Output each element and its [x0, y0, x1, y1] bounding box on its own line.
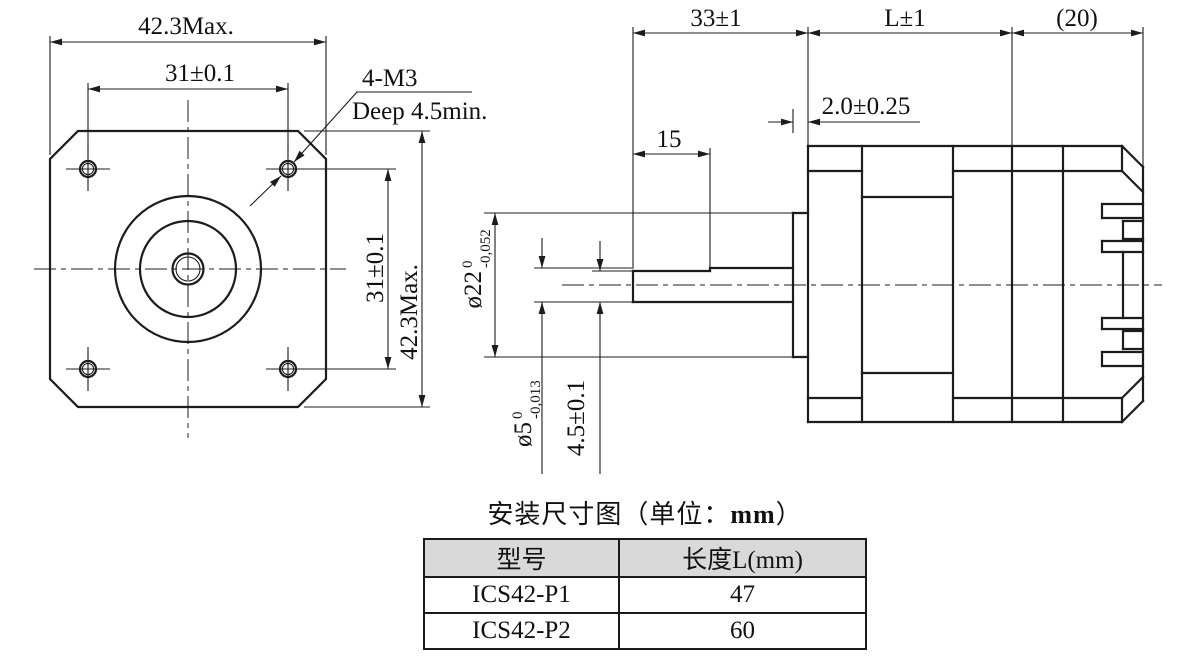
svg-text:-0,013: -0,013 — [528, 380, 544, 419]
dim-width-max-label: 42.3Max. — [138, 13, 234, 40]
side-dimension-lines — [484, 27, 1144, 474]
table-row: ICS42-P1 47 — [425, 576, 865, 612]
dim-pilot-dia-label: ø22 0 -0,052 — [460, 229, 494, 308]
drawing-caption: 安装尺寸图（单位：mm） — [423, 494, 867, 531]
dim-body-length-label: L±1 — [884, 5, 926, 32]
dim-height-max-label: 42.3Max. — [396, 264, 423, 360]
flange-outline — [48, 129, 328, 409]
svg-text:-0,052: -0,052 — [478, 229, 494, 268]
svg-text:0: 0 — [460, 261, 476, 269]
mounting-hole — [66, 147, 110, 191]
thread-callout-line1: 4-M3 — [362, 65, 418, 92]
caption-unit: mm — [730, 500, 776, 529]
caption-suffix: ） — [775, 500, 803, 529]
dim-rear-length-label: (20) — [1056, 5, 1098, 32]
svg-text:ø22: ø22 — [460, 271, 487, 309]
length-cell: 47 — [730, 581, 755, 608]
table-header-model: 型号 — [425, 540, 620, 576]
dim-shaft-dia-label: ø5 0 -0,013 — [510, 380, 544, 447]
svg-text:ø5: ø5 — [510, 422, 537, 447]
dim-pilot-height-label: 2.0±0.25 — [822, 93, 911, 120]
connector-comb — [1100, 202, 1145, 368]
dim-flat-length-label: 15 — [657, 126, 682, 153]
dim-hole-spacing-v-label: 31±0.1 — [362, 233, 389, 303]
mounting-holes — [66, 147, 310, 391]
front-center-lines — [34, 100, 346, 438]
mounting-hole — [66, 347, 110, 391]
side-view: 33±1 L±1 (20) 2.0±0.25 15 ø22 0 -0,052 ø… — [460, 5, 1162, 474]
front-view: 42.3Max. 31±0.1 4-M3 Deep 4.5min. 31±0.1… — [34, 13, 487, 438]
table-header-row: 型号 长度L(mm) — [425, 540, 865, 576]
model-cell: ICS42-P2 — [425, 614, 620, 648]
pilot-boss — [791, 211, 810, 359]
table-header-length: 长度L(mm) — [682, 547, 803, 574]
caption-prefix: 安装尺寸图（单位： — [487, 500, 731, 529]
thread-callout-line2: Deep 4.5min. — [352, 98, 487, 125]
table-row: ICS42-P2 60 — [425, 612, 865, 648]
front-dimension-lines — [49, 36, 472, 408]
model-length-table: 型号 长度L(mm) ICS42-P1 47 ICS42-P2 60 — [423, 538, 867, 650]
model-cell: ICS42-P1 — [425, 578, 620, 612]
length-cell: 60 — [730, 617, 755, 644]
shaft-circle-inner — [175, 256, 201, 282]
dim-flat-height-label: 4.5±0.1 — [563, 380, 590, 456]
motor-body — [806, 144, 1145, 424]
svg-text:0: 0 — [510, 412, 526, 420]
dim-front-length-label: 33±1 — [690, 5, 741, 32]
dim-hole-spacing-h-label: 31±0.1 — [165, 60, 235, 87]
shaft — [631, 266, 795, 304]
